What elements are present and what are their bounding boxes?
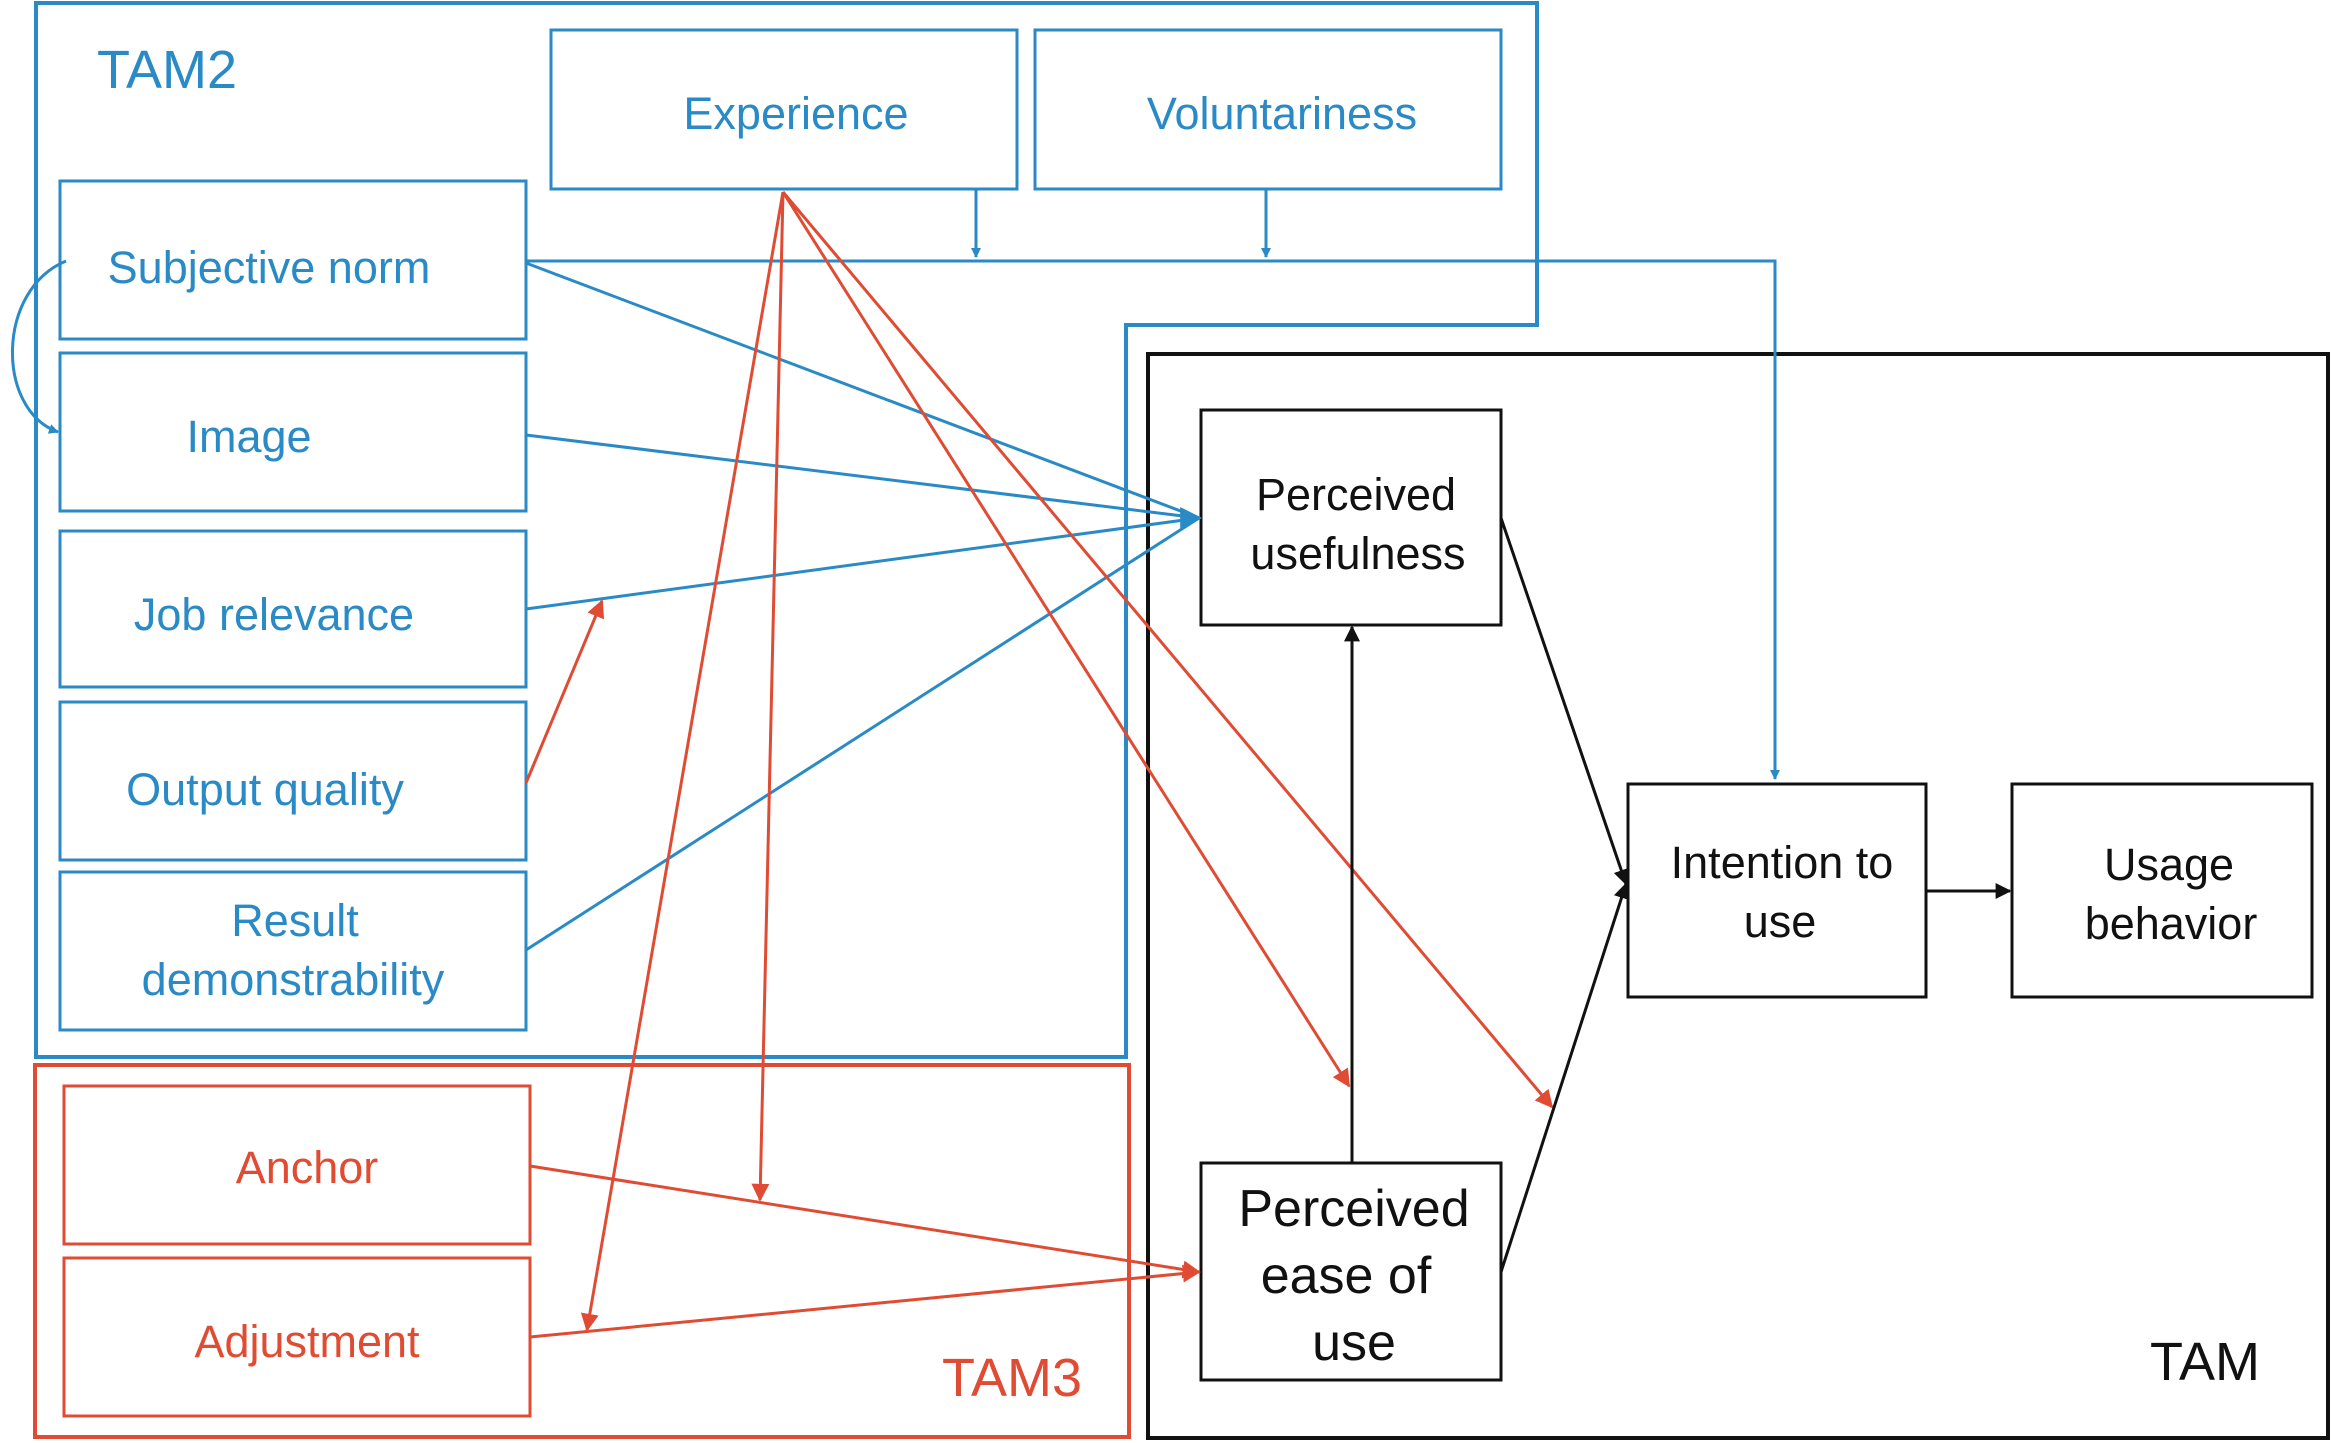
arrow-job-relevance-to-pu	[525, 516, 1200, 611]
arrow-experience-to-peou-intention-path	[781, 191, 1554, 1109]
tam-title: TAM	[2150, 1332, 2260, 1392]
tam2-frame	[34, 1, 1539, 1059]
arrow-subjective-norm-to-intention	[526, 259, 1780, 780]
tam3-title: TAM3	[942, 1348, 1082, 1408]
experience-box	[549, 28, 1019, 191]
tam2-title: TAM2	[97, 40, 237, 100]
perceived-ease-of-use-label-3: use	[1312, 1314, 1396, 1372]
tam-frame	[1146, 352, 2330, 1440]
arrow-output-quality-moderator	[524, 599, 605, 784]
perceived-ease-of-use-label-1: Perceived	[1238, 1180, 1469, 1238]
result-demonstrability-box	[58, 870, 528, 1032]
voluntariness-box	[1033, 28, 1503, 191]
perceived-usefulness-label-2: usefulness	[1250, 528, 1465, 579]
anchor-label: Anchor	[236, 1142, 379, 1193]
intention-to-use-label-1: Intention to	[1671, 837, 1894, 888]
subjective-norm-label: Subjective norm	[108, 242, 431, 293]
arrow-experience-to-peou	[781, 191, 1351, 1088]
arrow-result-demonstrability-to-pu	[525, 516, 1200, 952]
result-demonstrability-label-1: Result	[231, 895, 359, 946]
output-quality-label: Output quality	[126, 764, 404, 815]
usage-behavior-label-2: behavior	[2085, 898, 2258, 949]
tam3-frame	[33, 1063, 1131, 1439]
arrow-adjustment-to-peou	[529, 1264, 1201, 1339]
image-box	[58, 351, 528, 513]
arrow-anchor-to-peou	[529, 1164, 1201, 1279]
usage-behavior-box	[2010, 782, 2314, 999]
usage-behavior-label-1: Usage	[2104, 839, 2234, 890]
perceived-usefulness-label-1: Perceived	[1256, 469, 1456, 520]
experience-label: Experience	[683, 88, 908, 139]
image-label: Image	[186, 411, 311, 462]
perceived-ease-of-use-label-2: ease of	[1261, 1247, 1432, 1305]
arrow-experience-to-adjustment-path	[580, 191, 785, 1332]
arrow-pu-to-intention	[1499, 517, 1629, 886]
arrow-peou-to-intention	[1499, 882, 1630, 1273]
arrow-subjective-norm-to-pu	[525, 261, 1200, 520]
anchor-box	[62, 1084, 532, 1246]
adjustment-label: Adjustment	[194, 1316, 420, 1367]
arrow-experience-to-anchor-path	[751, 191, 785, 1202]
result-demonstrability-label-2: demonstrability	[142, 954, 445, 1005]
voluntariness-label: Voluntariness	[1147, 88, 1417, 139]
job-relevance-label: Job relevance	[134, 589, 414, 640]
intention-to-use-label-2: use	[1744, 896, 1817, 947]
arrow-subjective-norm-to-image	[10, 259, 67, 434]
arrow-image-to-pu	[525, 433, 1200, 520]
intention-to-use-box	[1626, 782, 1928, 999]
